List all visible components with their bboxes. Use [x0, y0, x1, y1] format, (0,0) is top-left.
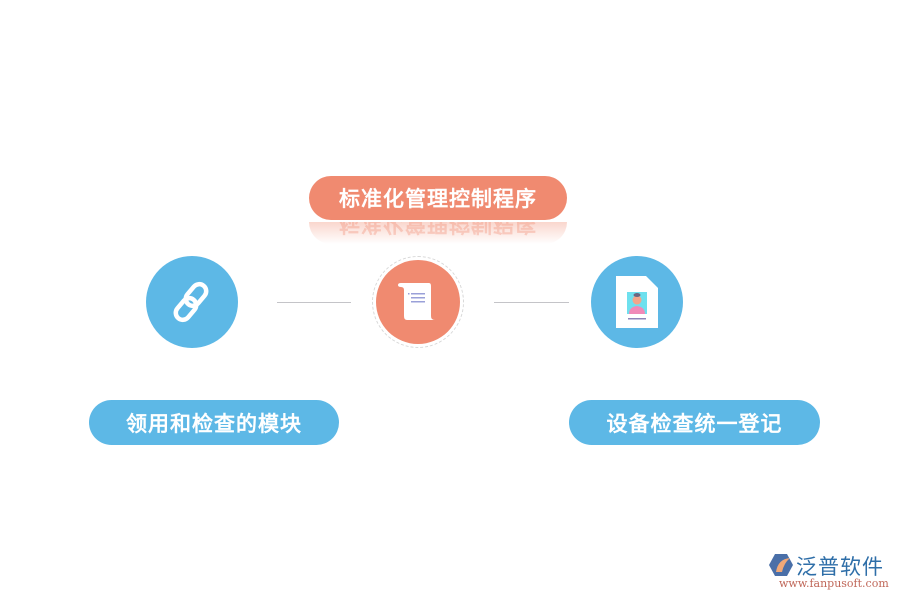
- chain-link-icon: [173, 281, 209, 323]
- fanpu-logo-icon: [769, 554, 793, 576]
- brand-name: 泛普软件: [796, 555, 884, 579]
- id-card-document-icon: [616, 276, 658, 328]
- brand-url: www.fanpusoft.com: [779, 577, 889, 590]
- center-node-circle: [376, 260, 460, 344]
- top-title-pill: 标准化管理控制程序: [309, 176, 567, 220]
- center-node-ring: [372, 256, 464, 348]
- left-node-circle: [146, 256, 238, 348]
- right-label: 设备检查统一登记: [606, 411, 783, 436]
- top-title-label: 标准化管理控制程序: [339, 187, 537, 211]
- connector-line-left: [277, 302, 351, 303]
- top-title-reflection: 标准化管理控制程序: [309, 222, 567, 244]
- connector-line-right: [494, 302, 569, 303]
- right-node-circle: [591, 256, 683, 348]
- brand-logo: 泛普软件 www.fanpusoft.com: [768, 551, 893, 591]
- left-label: 领用和检查的模块: [126, 411, 302, 436]
- left-label-pill: 领用和检查的模块: [89, 400, 339, 445]
- scroll-document-icon: [398, 283, 435, 320]
- right-label-pill: 设备检查统一登记: [569, 400, 820, 445]
